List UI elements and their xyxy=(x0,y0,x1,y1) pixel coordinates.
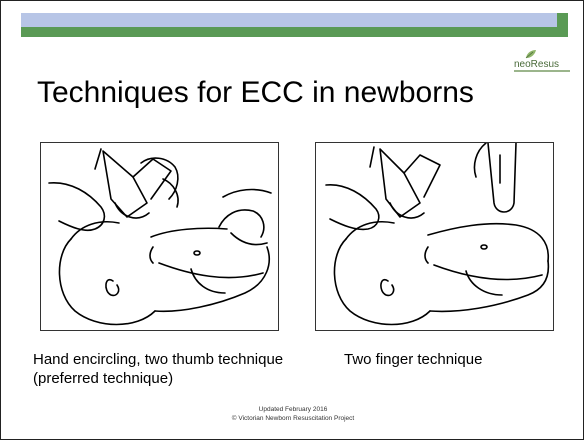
leaf-icon xyxy=(524,49,538,59)
two-thumb-drawing xyxy=(41,143,278,330)
footer-copyright: © Victorian Newborn Resuscitation Projec… xyxy=(1,414,584,423)
logo-underline xyxy=(514,70,570,72)
logo-text: neoResus xyxy=(514,59,559,70)
two-finger-drawing xyxy=(316,143,553,330)
illustration-two-thumb xyxy=(40,142,279,331)
illustration-two-finger xyxy=(315,142,554,331)
caption-two-finger: Two finger technique xyxy=(344,350,544,369)
slide-title: Techniques for ECC in newborns xyxy=(37,75,474,111)
slide-footer: Updated February 2016 © Victorian Newbor… xyxy=(1,405,584,423)
neoresus-logo: neoResus xyxy=(514,49,570,73)
footer-updated: Updated February 2016 xyxy=(1,405,584,414)
caption-two-thumb: Hand encircling, two thumb technique (pr… xyxy=(33,350,293,388)
header-bar-green xyxy=(21,27,568,37)
header-bar-square xyxy=(557,13,568,31)
